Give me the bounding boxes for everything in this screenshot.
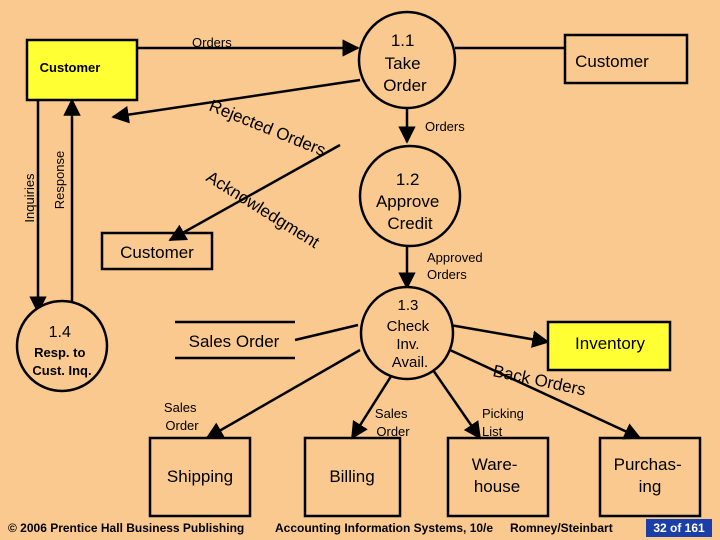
svg-text:Approved Orders: Approved Orders xyxy=(427,250,486,282)
process-1-1-take-order: 1.1 Take Order xyxy=(357,10,457,110)
purchasing-entity: Purchas- ing xyxy=(598,436,702,518)
flow-label-picking-list-line: Picking xyxy=(482,406,524,421)
footer-copyright: © 2006 Prentice Hall Business Publishing xyxy=(8,521,245,535)
sales-order-data-store: Sales Order xyxy=(175,320,295,360)
svg-text:Sales Order: Sales Order xyxy=(164,400,200,433)
svg-text:1.3 Check Inv.: 1.3 Check Inv. Avail. xyxy=(387,297,434,371)
process-name-line: Approve xyxy=(376,192,439,211)
process-1-4-respond-to-inquiries: 1.4 Resp. to Cust. Inq. xyxy=(15,299,109,393)
flow-label-picking-list-line: List xyxy=(482,424,503,439)
flow-picking-list xyxy=(431,369,482,440)
inventory-entity: Inventory xyxy=(546,320,672,372)
flow-label-sales-order-line: Sales xyxy=(164,400,197,415)
customer-entity-top-left: Customer xyxy=(25,38,139,102)
process-name-line: Take xyxy=(385,54,421,73)
process-name-line: Order xyxy=(383,76,427,95)
billing-entity: Billing xyxy=(303,436,402,518)
flow-label-approved-orders-line: Approved xyxy=(427,250,483,265)
flow-check-inv-to-sales-order xyxy=(294,323,359,342)
customer-entity-middle: Customer xyxy=(100,231,214,271)
process-1-3-check-inventory: 1.3 Check Inv. Avail. xyxy=(359,285,455,381)
svg-text:1.1 Take Order: 1.1 Take Order xyxy=(383,31,427,95)
flow-label-orders: Orders xyxy=(192,35,232,50)
process-name-line: Check xyxy=(387,318,430,335)
process-number: 1.3 xyxy=(397,297,418,314)
process-name-line: Inv. xyxy=(396,336,419,353)
customer-label: Customer xyxy=(575,52,649,71)
svg-text:Sales Order: Sales Order xyxy=(375,406,411,439)
footer-authors: Romney/Steinbart xyxy=(510,521,613,535)
page-number-badge: 32 of 161 xyxy=(646,519,712,537)
warehouse-label-line: house xyxy=(474,477,520,496)
flow-label-rejected-orders: Rejected Orders xyxy=(207,96,329,160)
purchasing-label-line: Purchas- xyxy=(614,455,682,474)
process-number: 1.1 xyxy=(391,31,415,50)
flow-back-orders xyxy=(449,348,642,440)
shipping-label: Shipping xyxy=(167,467,233,486)
purchasing-label-line: ing xyxy=(639,477,662,496)
flow-check-inv-to-inventory xyxy=(449,323,550,348)
flow-label-orders: Orders xyxy=(425,119,465,134)
flow-sales-order-to-shipping xyxy=(205,348,361,440)
sales-order-store-label: Sales Order xyxy=(189,332,280,351)
process-name-line: Cust. Inq. xyxy=(32,363,91,378)
process-name-line: Credit xyxy=(387,214,433,233)
flow-acknowledgment xyxy=(168,143,341,242)
process-number: 1.2 xyxy=(396,170,420,189)
customer-label: Customer xyxy=(40,60,101,75)
customer-entity-top-right: Customer xyxy=(563,33,689,85)
svg-text:1.2 Approve Credit: 1.2 Approve Credit xyxy=(376,170,444,233)
customer-label: Customer xyxy=(120,243,194,262)
flow-label-inquiries: Inquiries xyxy=(22,173,37,223)
svg-text:Ware- house: Ware- house xyxy=(472,455,522,496)
svg-text:1.4 Resp. to Cust.: 1.4 Resp. to Cust. Inq. xyxy=(32,324,91,378)
billing-label: Billing xyxy=(329,467,374,486)
flow-label-sales-order-line: Order xyxy=(376,424,410,439)
process-name-line: Resp. to xyxy=(34,345,85,360)
flow-label-sales-order-line: Sales xyxy=(375,406,408,421)
flow-rejected-orders xyxy=(111,78,361,124)
shipping-entity: Shipping xyxy=(148,436,252,518)
warehouse-entity: Ware- house xyxy=(446,436,550,518)
footer-book-title: Accounting Information Systems, 10/e xyxy=(275,521,494,535)
flow-label-acknowledgment: Acknowledgment xyxy=(203,167,323,252)
flow-label-sales-order-line: Order xyxy=(165,418,199,433)
flow-sales-order-to-billing xyxy=(350,369,397,440)
process-number: 1.4 xyxy=(49,324,71,341)
flow-label-response: Response xyxy=(52,151,67,210)
inventory-label: Inventory xyxy=(575,334,645,353)
svg-text:Picking List: Picking List xyxy=(482,406,528,439)
slide-footer: © 2006 Prentice Hall Business Publishing… xyxy=(0,518,720,540)
svg-text:Purchas- ing: Purchas- ing xyxy=(614,455,687,496)
process-name-line: Avail. xyxy=(392,354,428,371)
flow-label-approved-orders-line: Orders xyxy=(427,267,467,282)
process-1-2-approve-credit: 1.2 Approve Credit xyxy=(358,144,462,248)
warehouse-label-line: Ware- xyxy=(472,455,518,474)
